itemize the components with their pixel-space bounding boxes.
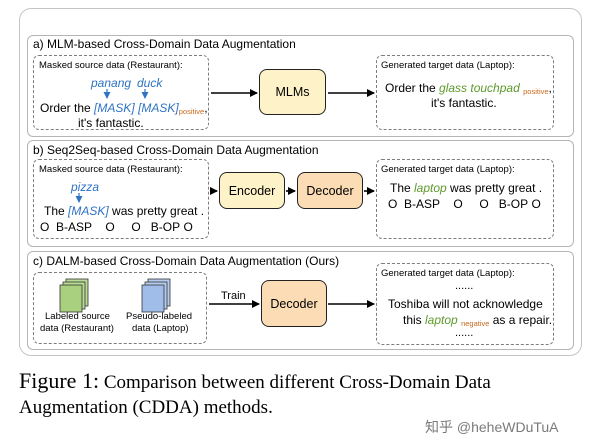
labeled-data-label-2: data (Restaurant) (40, 323, 114, 334)
sentence-text: Order the (40, 101, 95, 115)
mask-token: [MASK] (68, 204, 109, 218)
section-a-target-sentence-line2: it's fantastic. (431, 96, 497, 110)
sentence-text: this (403, 313, 426, 327)
labeled-source-docs-icon (59, 278, 89, 313)
section-b-target-box (376, 159, 554, 239)
tag: B-ASP (404, 197, 441, 211)
section-a-target-box (376, 55, 554, 130)
section-c-target-box (376, 263, 554, 345)
watermark: 知乎 @heheWDuTuA (425, 419, 559, 435)
section-c-target-line1: Toshiba will not acknowledge (388, 297, 543, 311)
sentence-text: , (204, 101, 208, 115)
mask-token: [MASK] (138, 101, 179, 115)
section-a-prediction-2: duck (137, 76, 163, 90)
section-b-title: b) Seq2Seq-based Cross-Domain Data Augme… (33, 143, 319, 157)
section-a-target-sentence: Order the glass touchpad positive, (385, 81, 552, 96)
sentence-text: was pretty great . (108, 204, 205, 218)
section-c-target-line2: this laptop negative as a repair. (403, 313, 552, 328)
pseudo-data-label-2: data (Laptop) (132, 323, 189, 334)
pseudo-data-label-1: Pseudo-labeled (126, 311, 193, 322)
section-c-target-label: Generated target data (Laptop): (381, 268, 515, 279)
train-label: Train (221, 290, 246, 302)
section-a-target-label: Generated target data (Laptop): (381, 60, 515, 71)
section-a-source-sentence-line2: it's fantastic. (78, 116, 144, 130)
aspect-term: glass touchpad (439, 81, 520, 95)
tag: O (388, 197, 398, 211)
tag: O (453, 197, 463, 211)
tag: B-ASP (56, 220, 93, 234)
sentence-text: was pretty great . (446, 181, 543, 195)
section-b-source-label: Masked source data (Restaurant): (39, 164, 183, 175)
section-b-prediction: pizza (71, 180, 100, 194)
figure-caption-line2: Augmentation (CDDA) methods. (19, 397, 273, 418)
sentence-text: as a repair. (489, 313, 553, 327)
aspect-term: laptop (425, 313, 458, 327)
section-c-title: c) DALM-based Cross-Domain Data Augmenta… (33, 254, 340, 268)
section-b-source-sentence: The [MASK] was pretty great . (44, 204, 204, 218)
encoder-block: Encoder (219, 172, 285, 209)
tag: O (131, 220, 141, 234)
sentence-text: The (44, 204, 69, 218)
section-b-target-tags: O B-ASP O O B-OP O (388, 197, 541, 211)
tag: B-OP (498, 197, 529, 211)
decoder-block: Decoder (297, 172, 363, 209)
section-b-target-label: Generated target data (Laptop): (381, 164, 515, 175)
section-b-source-box (33, 159, 209, 239)
figure-caption-line1: Figure 1: Comparison between different C… (19, 368, 491, 394)
tag: O (40, 220, 50, 234)
sentence-text: , (548, 81, 552, 95)
tag: O (183, 220, 193, 234)
section-a-source-box (33, 55, 209, 130)
mlm-block: MLMs (259, 69, 326, 115)
labeled-data-label-1: Labeled source (45, 311, 110, 322)
section-a-title: a) MLM-based Cross-Domain Data Augmentat… (33, 37, 296, 51)
aspect-term: laptop (414, 181, 447, 195)
pseudo-labeled-docs-icon (141, 278, 171, 313)
polarity-tag: positive (523, 87, 549, 96)
section-b-source-tags: O B-ASP O O B-OP O (40, 220, 193, 234)
caption-text: Comparison between different Cross-Domai… (99, 372, 491, 393)
sentence-text: Order the (385, 81, 440, 95)
tag: O (531, 197, 541, 211)
mask-token: [MASK] (94, 101, 135, 115)
section-b-target-sentence: The laptop was pretty great . (390, 181, 542, 195)
tag: B-OP (150, 220, 181, 234)
polarity-tag: negative (461, 319, 490, 328)
dalm-decoder-block: Decoder (261, 280, 327, 327)
tag: O (105, 220, 115, 234)
ellipsis-bottom: ...... (455, 327, 474, 339)
figure-number: Figure 1: (19, 368, 100, 393)
section-a-prediction-1: panang (91, 76, 132, 90)
section-a-source-label: Masked source data (Restaurant): (39, 60, 183, 71)
tag: O (479, 197, 489, 211)
section-a-source-sentence: Order the [MASK] [MASK]positive, (40, 101, 208, 116)
ellipsis-top: ...... (455, 280, 474, 292)
sentence-text: The (390, 181, 415, 195)
polarity-tag: positive (178, 107, 205, 116)
